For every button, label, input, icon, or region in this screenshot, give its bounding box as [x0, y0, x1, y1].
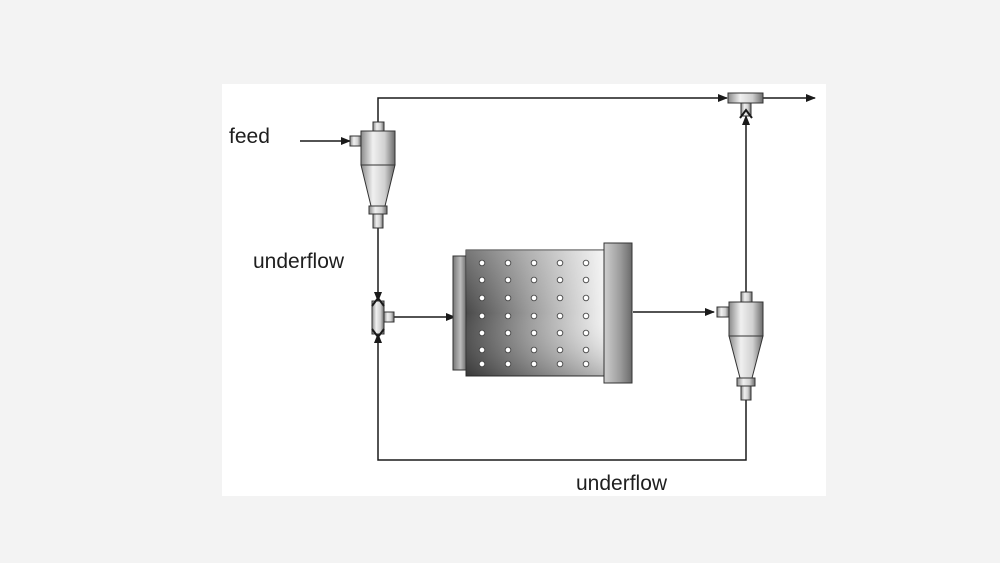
liner-hole: [478, 360, 486, 368]
hydrocyclone-icon: [349, 121, 396, 229]
hydrocyclone-icon: [716, 291, 764, 401]
liner-hole: [530, 329, 538, 337]
liner-hole: [478, 329, 486, 337]
mill-liner-holes: [478, 259, 590, 368]
liner-hole: [582, 259, 590, 267]
process-lines: [300, 94, 816, 461]
liner-hole: [478, 294, 486, 302]
liner-hole: [556, 360, 564, 368]
liner-hole: [556, 276, 564, 284]
liner-hole: [582, 294, 590, 302]
tee-junction-icon: [371, 296, 395, 339]
liner-hole: [530, 276, 538, 284]
liner-hole: [478, 259, 486, 267]
liner-hole: [556, 346, 564, 354]
liner-hole: [582, 360, 590, 368]
liner-hole: [530, 360, 538, 368]
liner-hole: [504, 329, 512, 337]
primary-underflow-label: underflow: [253, 250, 345, 273]
liner-hole: [530, 346, 538, 354]
liner-hole: [556, 329, 564, 337]
liner-hole: [530, 294, 538, 302]
liner-hole: [504, 276, 512, 284]
liner-hole: [582, 346, 590, 354]
liner-hole: [504, 360, 512, 368]
liner-hole: [504, 312, 512, 320]
secondary-underflow-label: underflow: [576, 472, 668, 495]
liner-hole: [530, 259, 538, 267]
liner-hole: [504, 346, 512, 354]
liner-hole: [478, 312, 486, 320]
liner-hole: [582, 329, 590, 337]
tee-junction-icon: [727, 92, 764, 119]
liner-hole: [504, 294, 512, 302]
liner-hole: [504, 259, 512, 267]
liner-hole: [478, 346, 486, 354]
liner-hole: [582, 312, 590, 320]
liner-hole: [582, 276, 590, 284]
liner-hole: [530, 312, 538, 320]
feed-label: feed: [229, 125, 270, 148]
primary-overflow-stream: [377, 94, 728, 124]
liner-hole: [556, 312, 564, 320]
secondary-underflow-stream: [374, 333, 747, 461]
liner-hole: [478, 276, 486, 284]
ball-mill-icon: [452, 242, 633, 384]
liner-hole: [556, 294, 564, 302]
liner-hole: [556, 259, 564, 267]
